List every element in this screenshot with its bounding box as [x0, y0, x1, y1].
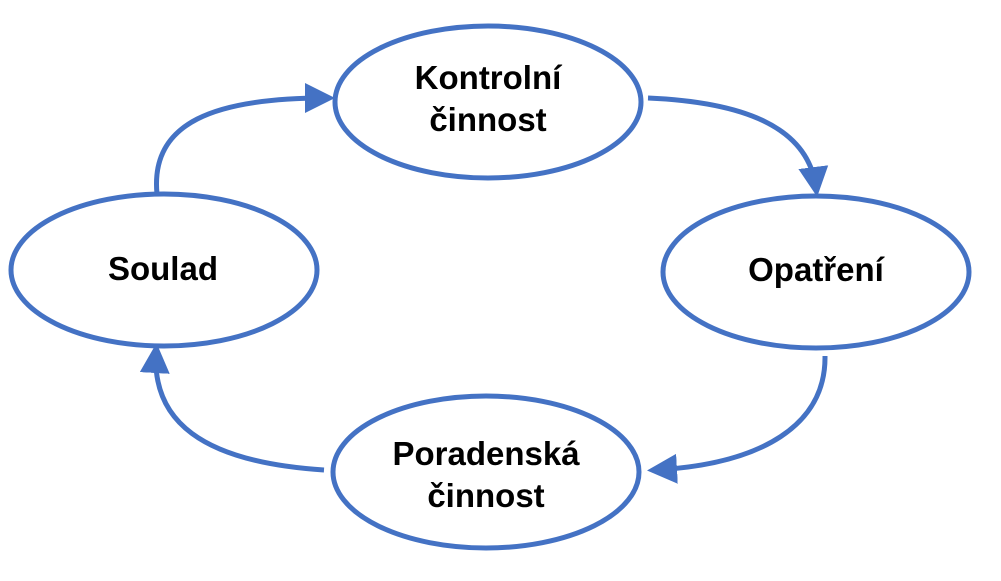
- node-kontrolni-cinnost-label-line1: Kontrolní: [415, 59, 563, 96]
- arrow-soulad-to-kontrolni: [154, 83, 336, 195]
- node-opatreni-ellipse: [660, 193, 972, 351]
- node-kontrolni-cinnost: Kontrolní činnost: [332, 23, 644, 181]
- arrow-opatreni-to-poradenska: [647, 355, 828, 484]
- node-soulad-ellipse: [8, 191, 320, 349]
- node-poradenska-cinnost-ellipse: [330, 393, 642, 551]
- node-poradenska-cinnost-label-line2: činnost: [427, 477, 544, 514]
- arrow-kontrolni-to-opatreni: [647, 95, 829, 197]
- arrow-poradenska-to-soulad: [139, 343, 325, 473]
- node-opatreni-label: Opatření: [748, 251, 886, 288]
- node-poradenska-cinnost: Poradenská činnost: [330, 393, 642, 551]
- node-poradenska-cinnost-label-line1: Poradenská: [392, 435, 580, 472]
- node-soulad-label: Soulad: [108, 250, 218, 287]
- node-kontrolni-cinnost-label-line2: činnost: [429, 101, 546, 138]
- node-kontrolni-cinnost-ellipse: [332, 23, 644, 181]
- node-opatreni: Opatření: [660, 193, 972, 351]
- node-soulad: Soulad: [8, 191, 320, 349]
